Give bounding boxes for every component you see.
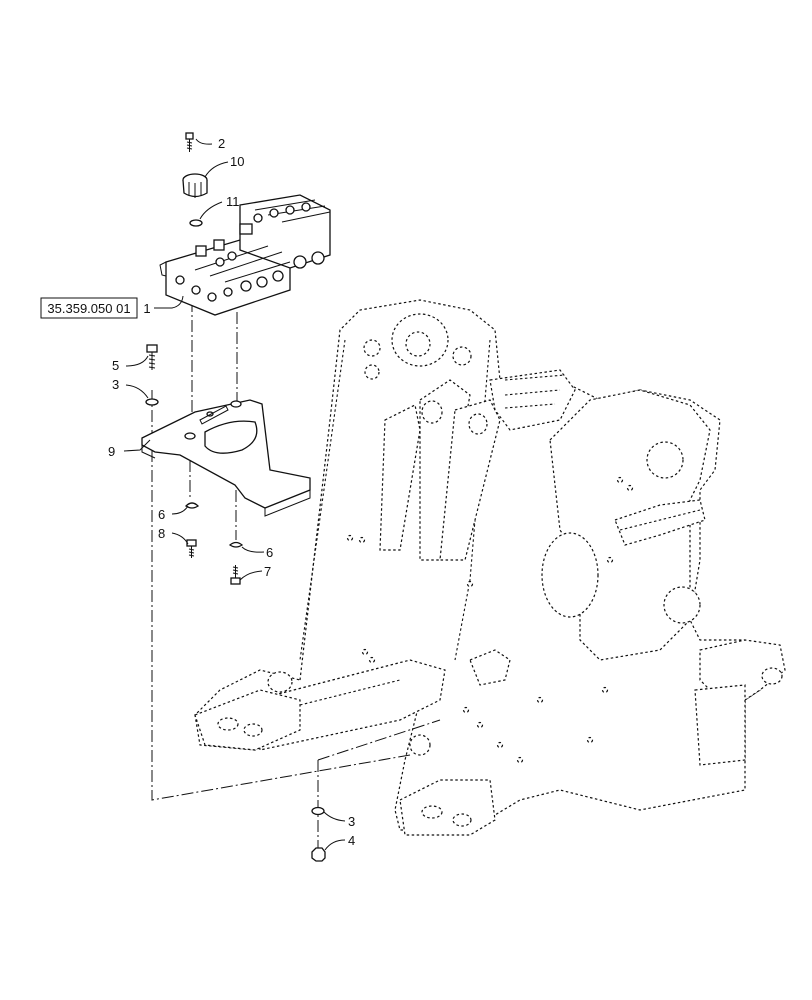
part-4-nut	[311, 847, 326, 862]
loader-frame	[194, 299, 786, 836]
part-2-bolt	[185, 132, 194, 152]
callout-5: 5	[112, 358, 119, 373]
callout-8: 8	[158, 526, 165, 541]
callout-6-upper: 6	[158, 507, 165, 522]
callout-labels: 1 2 10 11 5 3 9 6 8 6 7 3 4	[108, 136, 355, 848]
part-7-bolt	[230, 565, 241, 585]
callout-10: 10	[230, 154, 244, 169]
part-5-bolt	[146, 344, 158, 370]
part-3-washer-upper	[145, 398, 159, 406]
part-9-bracket	[141, 399, 311, 517]
callout-2: 2	[218, 136, 225, 151]
part-1-control-valve	[159, 194, 331, 316]
part-8-bolt	[186, 539, 197, 558]
callout-9: 9	[108, 444, 115, 459]
part-6-lockwasher-lower	[228, 541, 244, 548]
part-10-cap	[182, 173, 208, 198]
part-6-lockwasher-upper	[184, 502, 200, 509]
part-3-washer-lower	[311, 806, 325, 816]
callout-3-lower: 3	[348, 814, 355, 829]
callout-3-upper: 3	[112, 377, 119, 392]
reference-box[interactable]: 35.359.050 01	[40, 297, 138, 319]
callout-1: 1	[143, 301, 150, 316]
reference-box-label: 35.359.050 01	[47, 301, 130, 316]
part-11-oring	[189, 219, 203, 227]
callout-7: 7	[264, 564, 271, 579]
leader-lines	[123, 138, 346, 851]
callout-6-lower: 6	[266, 545, 273, 560]
callout-4: 4	[348, 833, 355, 848]
callout-11: 11	[226, 194, 240, 209]
valve-ports	[175, 202, 325, 302]
